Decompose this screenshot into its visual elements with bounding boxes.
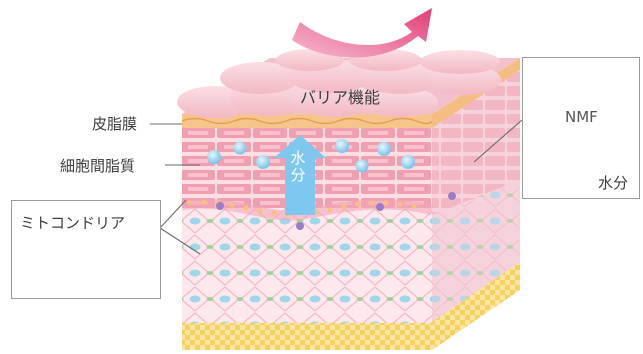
mitochondria-box [11,200,161,299]
dermis-front [182,205,432,323]
leader-lines [150,119,523,255]
nmf-label: NMF [565,108,598,126]
barrier-arrow [292,8,432,58]
water-droplets [207,139,415,173]
right-side-face [432,60,520,322]
water-up-arrow [274,135,326,215]
nmf-water-label: 水分 [598,174,629,192]
sebum-film-label: 皮脂膜 [92,115,138,133]
skin-surface [177,49,520,118]
barrier-function-label: バリア機能 [300,88,381,107]
base-layer [182,258,520,350]
water-arrow-label: 水分 [290,149,306,184]
intercellular-lipid-label: 細胞間脂質 [60,157,136,175]
mitochondria-label: ミトコンドリア [20,214,126,232]
nmf-box [522,57,640,199]
